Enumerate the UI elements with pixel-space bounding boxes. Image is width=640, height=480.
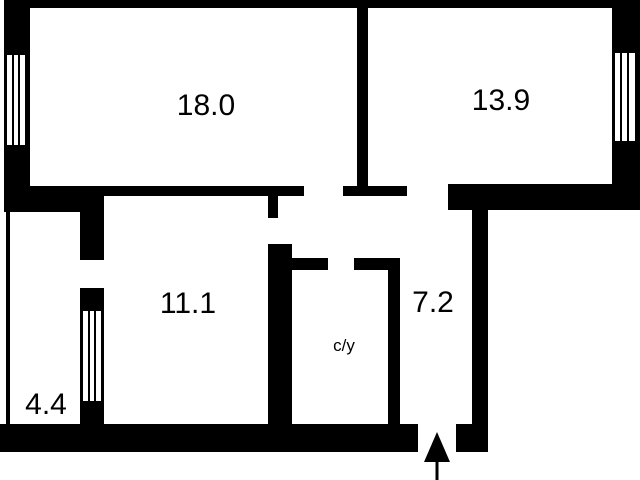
wall-bottom-left bbox=[0, 424, 418, 452]
bathroom-label: с/у bbox=[333, 336, 355, 355]
wall-hall-right bbox=[472, 192, 488, 452]
wall-bath-top-left bbox=[268, 258, 328, 270]
wall-bath-right bbox=[388, 258, 400, 430]
wall-balcony-upper bbox=[80, 196, 104, 260]
window-balcony bbox=[81, 309, 103, 403]
wall-room1-bottom-left-thick bbox=[4, 196, 104, 212]
window-room1 bbox=[5, 53, 27, 147]
balcony-label: 4.4 bbox=[25, 388, 67, 421]
wall-room1-bottom-left bbox=[4, 186, 304, 196]
room-label-18: 18.0 bbox=[176, 89, 236, 122]
wall-room3-right bbox=[268, 244, 292, 430]
room-label-11: 11.1 bbox=[159, 287, 217, 320]
wall-top bbox=[4, 0, 640, 8]
window-room2 bbox=[613, 51, 637, 143]
room-label-13: 13.9 bbox=[471, 84, 531, 117]
wall-bottom-right bbox=[456, 424, 488, 452]
wall-balcony-outer bbox=[6, 212, 10, 428]
hall-label: 7.2 bbox=[412, 286, 454, 319]
wall-room-divider bbox=[357, 0, 368, 188]
wall-room1-bottom-mid bbox=[343, 186, 407, 196]
entrance-arrow-icon bbox=[424, 432, 450, 480]
wall-room3-stub bbox=[268, 196, 278, 218]
